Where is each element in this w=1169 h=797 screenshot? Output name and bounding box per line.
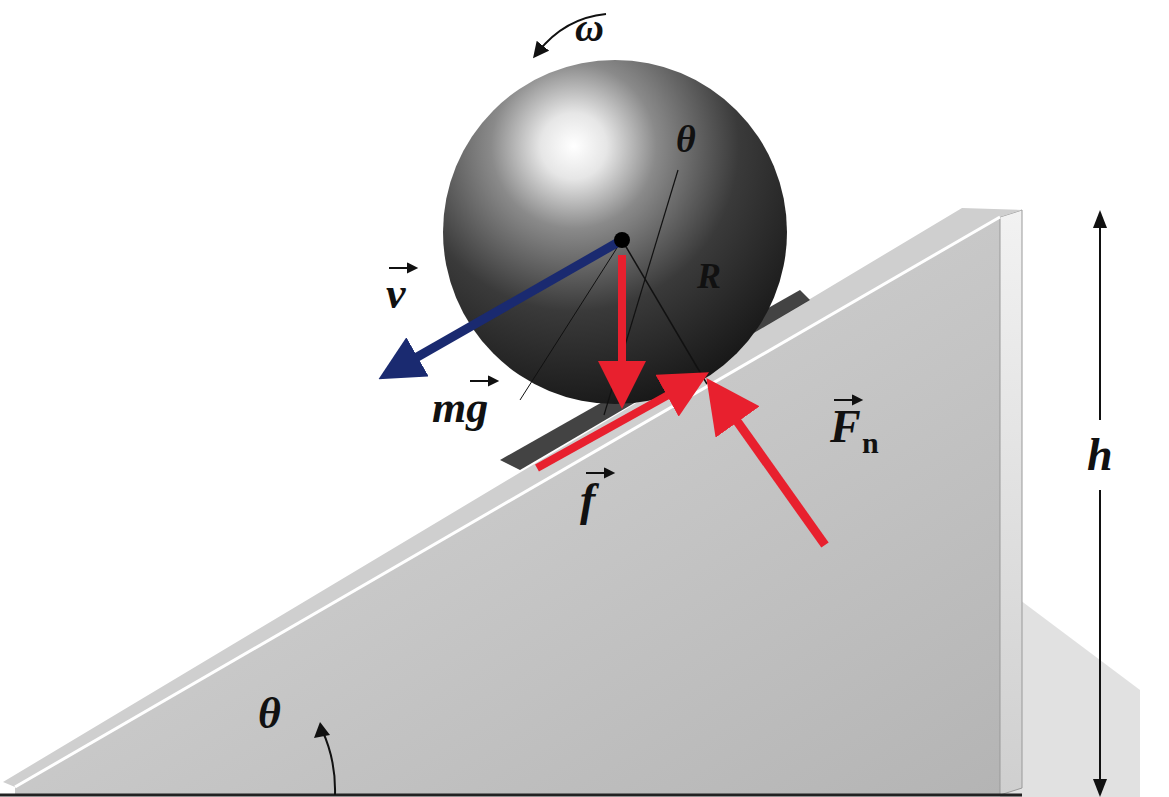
angle-label: θ xyxy=(258,692,281,736)
subscript-label: n xyxy=(862,428,879,458)
angular-velocity-label: ω xyxy=(575,8,604,48)
radius-label: R xyxy=(697,258,721,294)
angle-label: θ xyxy=(676,120,696,158)
normal-force-label: F xyxy=(830,404,861,450)
friction-label: f xyxy=(580,477,595,523)
height-label: h xyxy=(1087,432,1113,478)
gravity-label: mg xyxy=(432,386,488,430)
velocity-label: v xyxy=(386,272,406,316)
